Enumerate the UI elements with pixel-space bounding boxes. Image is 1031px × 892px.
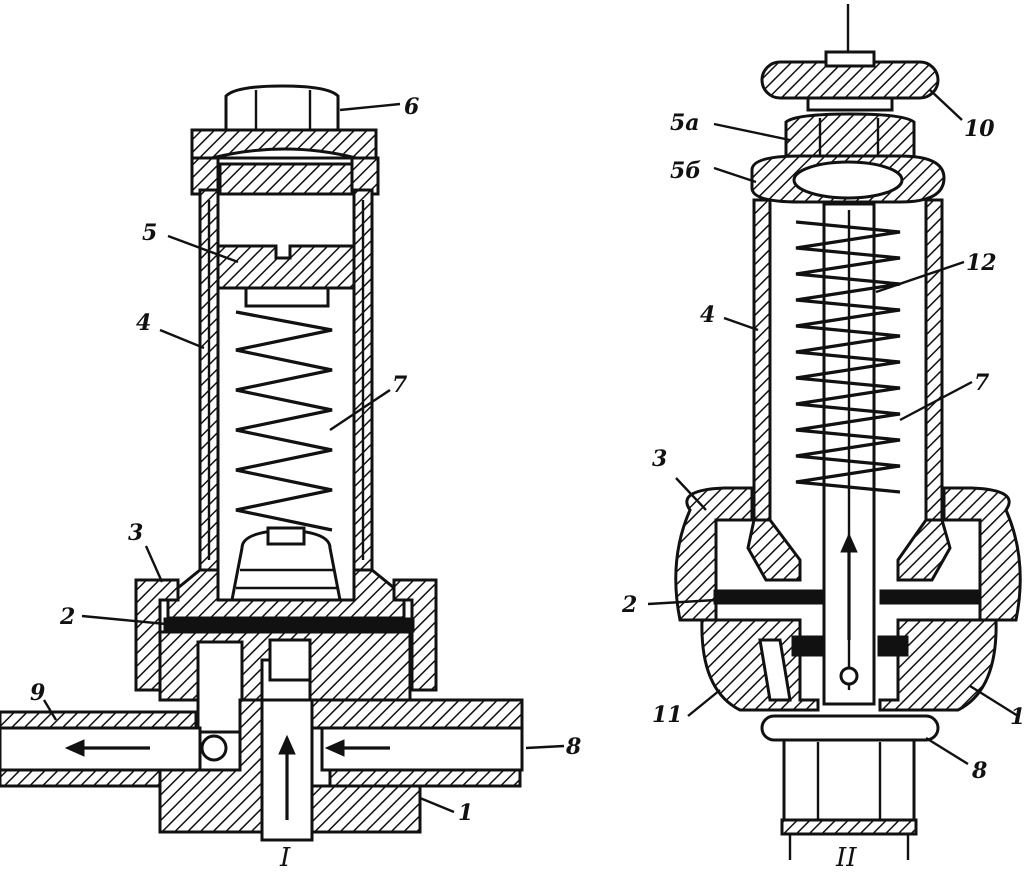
label-1: 1	[458, 800, 473, 826]
label-5: 5	[142, 220, 157, 246]
cap-nut-6	[224, 84, 340, 132]
spring-7	[795, 220, 901, 494]
label-8: 8	[971, 758, 987, 784]
valve-II	[647, 4, 1022, 860]
label-2: 2	[59, 604, 75, 630]
label-5b: 5б	[670, 158, 701, 184]
label-11: 11	[652, 702, 683, 728]
label-3: 3	[652, 446, 667, 472]
spring-plate-5	[216, 244, 356, 290]
labels-right: 10 5а 5б 12 4 7 3 2 11 1 8	[621, 110, 1025, 784]
union-nut-3	[134, 578, 180, 692]
label-2: 2	[621, 592, 637, 618]
captions: I II	[279, 843, 857, 873]
label-6: 6	[404, 94, 419, 120]
label-7: 7	[392, 372, 408, 398]
housing-4-right-wall	[924, 198, 944, 522]
caption-II: II	[835, 843, 857, 873]
pipe-9	[0, 710, 198, 730]
adjusting-screw	[218, 162, 354, 196]
label-8: 8	[565, 734, 581, 760]
labels-left: 6 5 4 7 3 2 9 8 1	[30, 94, 581, 826]
label-1: 1	[1010, 704, 1025, 730]
label-4: 4	[136, 310, 151, 336]
ball-seat	[200, 734, 228, 762]
label-10: 10	[964, 116, 995, 142]
valve-11	[758, 638, 792, 702]
nozzle-8	[760, 714, 940, 742]
label-5a: 5а	[670, 110, 700, 136]
gasket-2-left	[713, 589, 823, 605]
caption-I: I	[279, 843, 291, 873]
label-3: 3	[128, 520, 143, 546]
label-9: 9	[30, 680, 45, 706]
label-12: 12	[966, 250, 997, 276]
valve-I	[0, 84, 565, 842]
nut-5a	[784, 112, 916, 162]
body-1	[700, 618, 820, 712]
gasket-2	[163, 617, 415, 633]
gasket-2-right	[879, 589, 979, 605]
housing-4-left-wall	[752, 198, 772, 522]
label-4: 4	[700, 302, 715, 328]
label-7: 7	[974, 370, 990, 396]
spring-7	[235, 310, 333, 532]
